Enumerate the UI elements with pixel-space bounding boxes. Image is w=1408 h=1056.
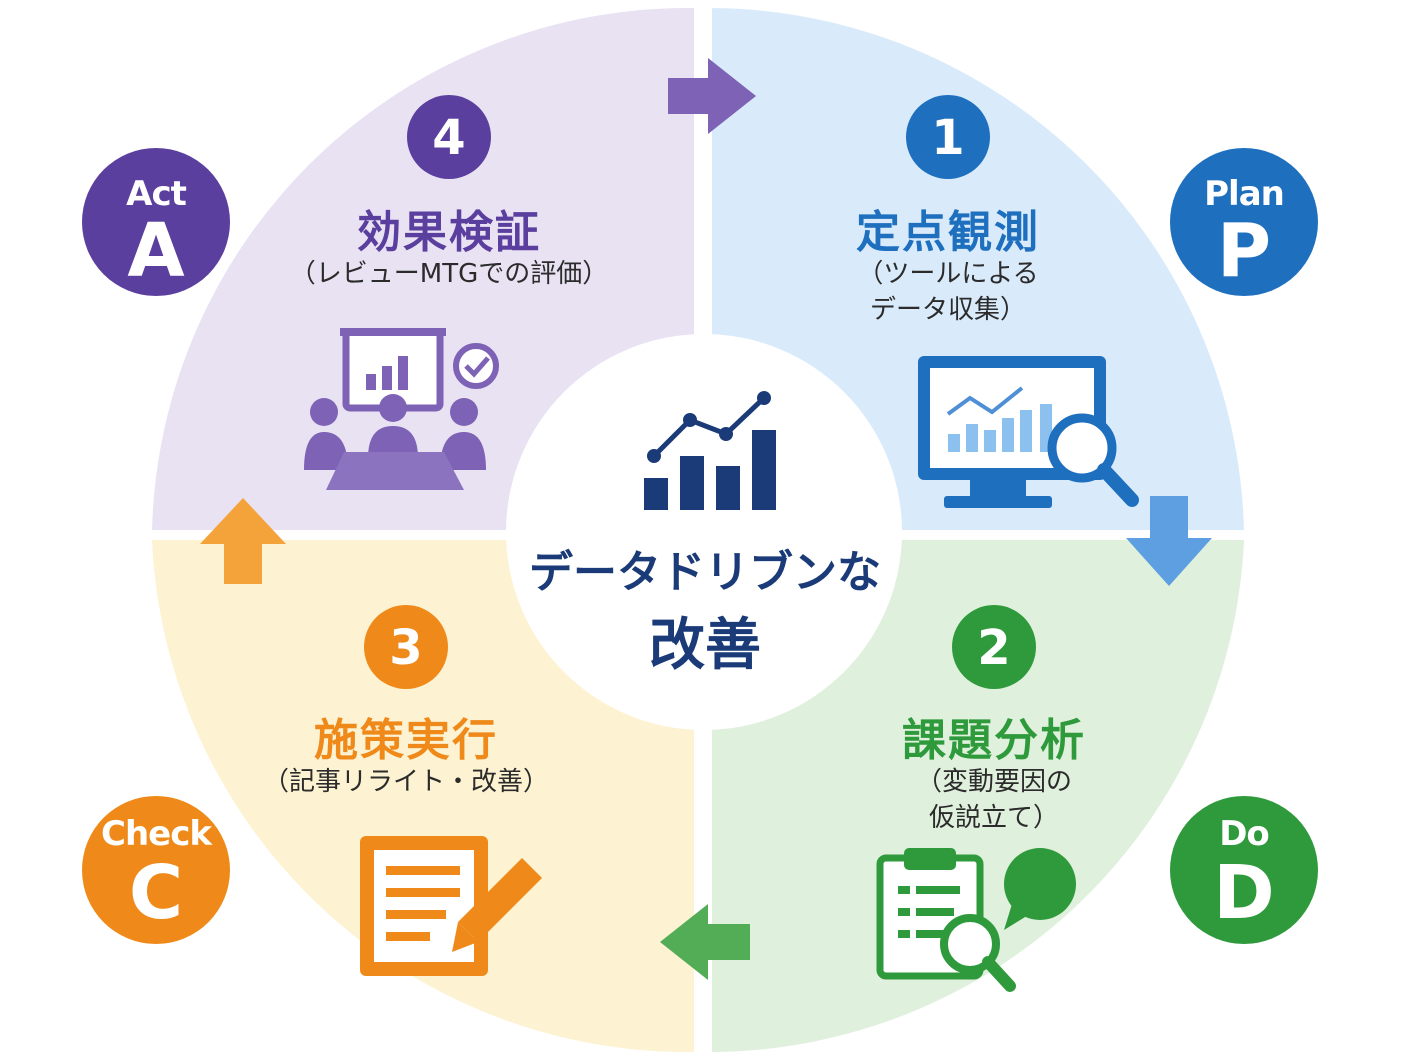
step-4-number: 4 bbox=[432, 110, 466, 166]
step-4-title: 効果検証 bbox=[357, 207, 541, 258]
badge-check-letter: C bbox=[128, 850, 184, 936]
clipboard-question-icon bbox=[876, 848, 1076, 992]
badge-plan-letter: P bbox=[1216, 208, 1272, 294]
step-4-sub-line1: （レビューMTGでの評価） bbox=[289, 259, 609, 289]
step-3-number: 3 bbox=[389, 620, 423, 676]
step-1-subtitle: （ツールによる データ収集） bbox=[818, 256, 1078, 328]
step-2-sub-line1: （変動要因の bbox=[915, 767, 1072, 797]
step-1-title: 定点観測 bbox=[856, 207, 1040, 258]
step-2-subtitle: （変動要因の 仮説立て） bbox=[864, 764, 1124, 836]
arrow-check-to-act bbox=[200, 498, 286, 584]
arrow-do-to-check bbox=[660, 904, 750, 980]
arrow-act-to-plan bbox=[668, 58, 756, 134]
meeting-review-icon bbox=[304, 328, 499, 490]
badge-check-word: Check bbox=[101, 814, 212, 854]
center-title-line2: 改善 bbox=[649, 613, 761, 678]
step-4-circle bbox=[407, 95, 491, 179]
arrow-plan-to-do bbox=[1126, 496, 1212, 586]
step-4-subtitle: （レビューMTGでの評価） bbox=[269, 256, 629, 292]
badge-do: Do D bbox=[1170, 796, 1318, 944]
step-1-circle bbox=[906, 95, 990, 179]
step-3-title: 施策実行 bbox=[314, 715, 498, 766]
badge-plan-word: Plan bbox=[1204, 174, 1285, 214]
step-1-sub-line2: データ収集） bbox=[869, 295, 1026, 325]
badge-do-letter: D bbox=[1213, 850, 1275, 936]
center-circle bbox=[506, 334, 902, 730]
step-3-circle bbox=[364, 605, 448, 689]
step-2-number: 2 bbox=[977, 620, 1011, 676]
badge-plan: Plan P bbox=[1170, 148, 1318, 296]
badge-check: Check C bbox=[82, 796, 230, 944]
step-2-sub-line2: 仮説立て） bbox=[928, 803, 1059, 833]
document-pencil-icon bbox=[360, 836, 542, 976]
step-3-sub-line1: （記事リライト・改善） bbox=[262, 767, 549, 797]
step-2-title: 課題分析 bbox=[902, 715, 1086, 766]
step-1-sub-line1: （ツールによる bbox=[857, 259, 1039, 289]
bar-chart-trend-icon bbox=[644, 391, 776, 510]
step-3-subtitle: （記事リライト・改善） bbox=[236, 764, 576, 800]
quadrant-check bbox=[152, 540, 694, 1053]
step-2-circle bbox=[952, 605, 1036, 689]
badge-act: Act A bbox=[82, 148, 230, 296]
step-1-number: 1 bbox=[931, 110, 965, 166]
badge-act-letter: A bbox=[127, 208, 185, 294]
monitor-magnifier-icon bbox=[918, 356, 1139, 508]
badge-act-word: Act bbox=[126, 174, 187, 214]
center-title-line1: データドリブンな bbox=[529, 547, 881, 598]
badge-do-word: Do bbox=[1219, 814, 1270, 854]
